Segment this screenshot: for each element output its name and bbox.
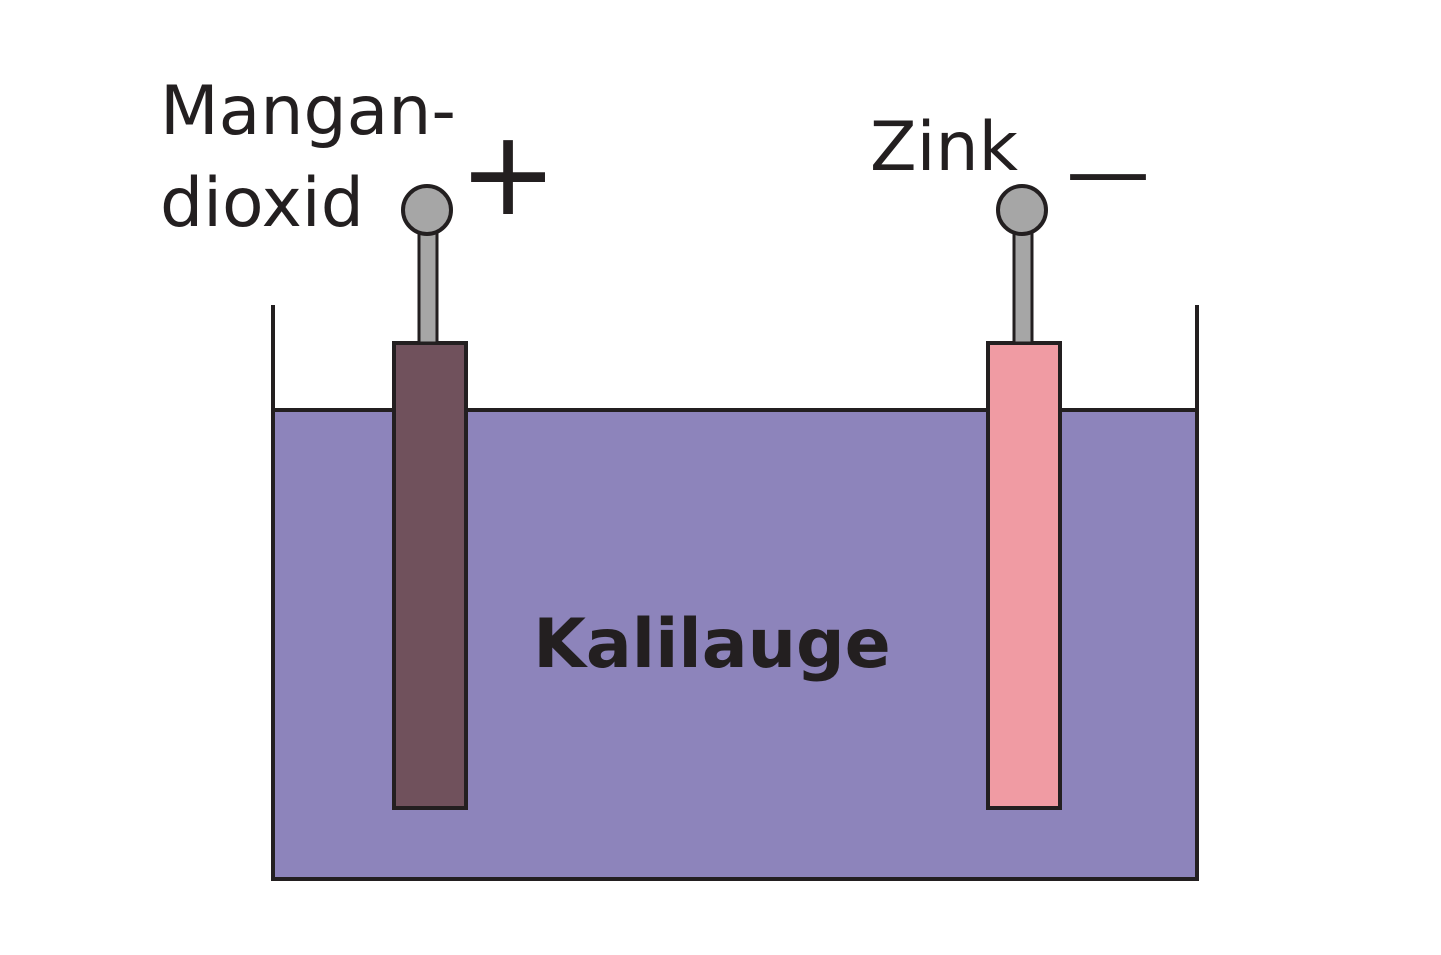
left-terminal-knob (401, 184, 453, 236)
left-terminal-rod (417, 230, 439, 345)
anode-label-line2: dioxid (160, 164, 364, 243)
electrolyte-label: Kalilauge (533, 605, 891, 684)
cathode-minus-sign: — (1066, 122, 1150, 220)
zinc-electrode (986, 341, 1062, 810)
container-beaker (271, 305, 1199, 881)
anode-plus-sign: + (459, 104, 558, 242)
right-terminal-knob (996, 184, 1048, 236)
right-terminal-rod (1012, 230, 1034, 345)
anode-label-line1: Mangan- (160, 72, 456, 151)
manganese-dioxide-electrode (392, 341, 468, 810)
cathode-label: Zink (870, 108, 1019, 187)
